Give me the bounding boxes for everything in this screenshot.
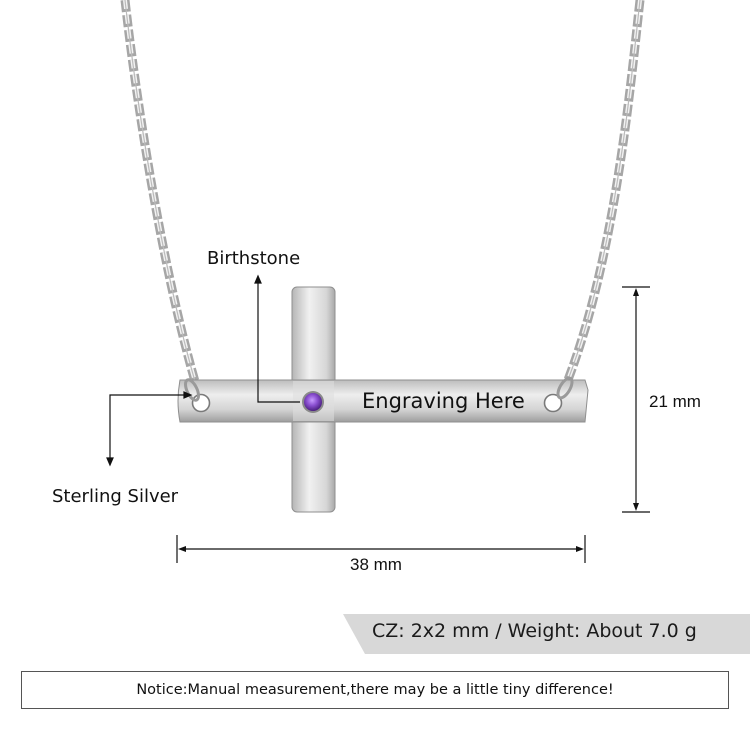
chain-right: [561, 0, 645, 387]
material-pointer: [106, 391, 193, 467]
birthstone-label: Birthstone: [207, 248, 301, 269]
spec-band: [343, 614, 750, 654]
notice-text: Notice:Manual measurement,there may be a…: [136, 682, 614, 698]
engraving-text: Engraving Here: [362, 389, 525, 413]
height-dimension-line: [622, 286, 650, 513]
birthstone-gem: [304, 393, 322, 411]
notice-box: Notice:Manual measurement,there may be a…: [21, 671, 729, 709]
spec-text: CZ: 2x2 mm / Weight: About 7.0 g: [372, 620, 697, 642]
material-label: Sterling Silver: [52, 486, 179, 507]
width-dimension-label: 38 mm: [350, 555, 402, 574]
chain-left: [120, 0, 201, 387]
height-dimension-label: 21 mm: [649, 392, 701, 411]
cross-pendant: [177, 286, 589, 513]
width-dimension-line: [176, 535, 586, 563]
birthstone-pointer: [254, 274, 300, 403]
